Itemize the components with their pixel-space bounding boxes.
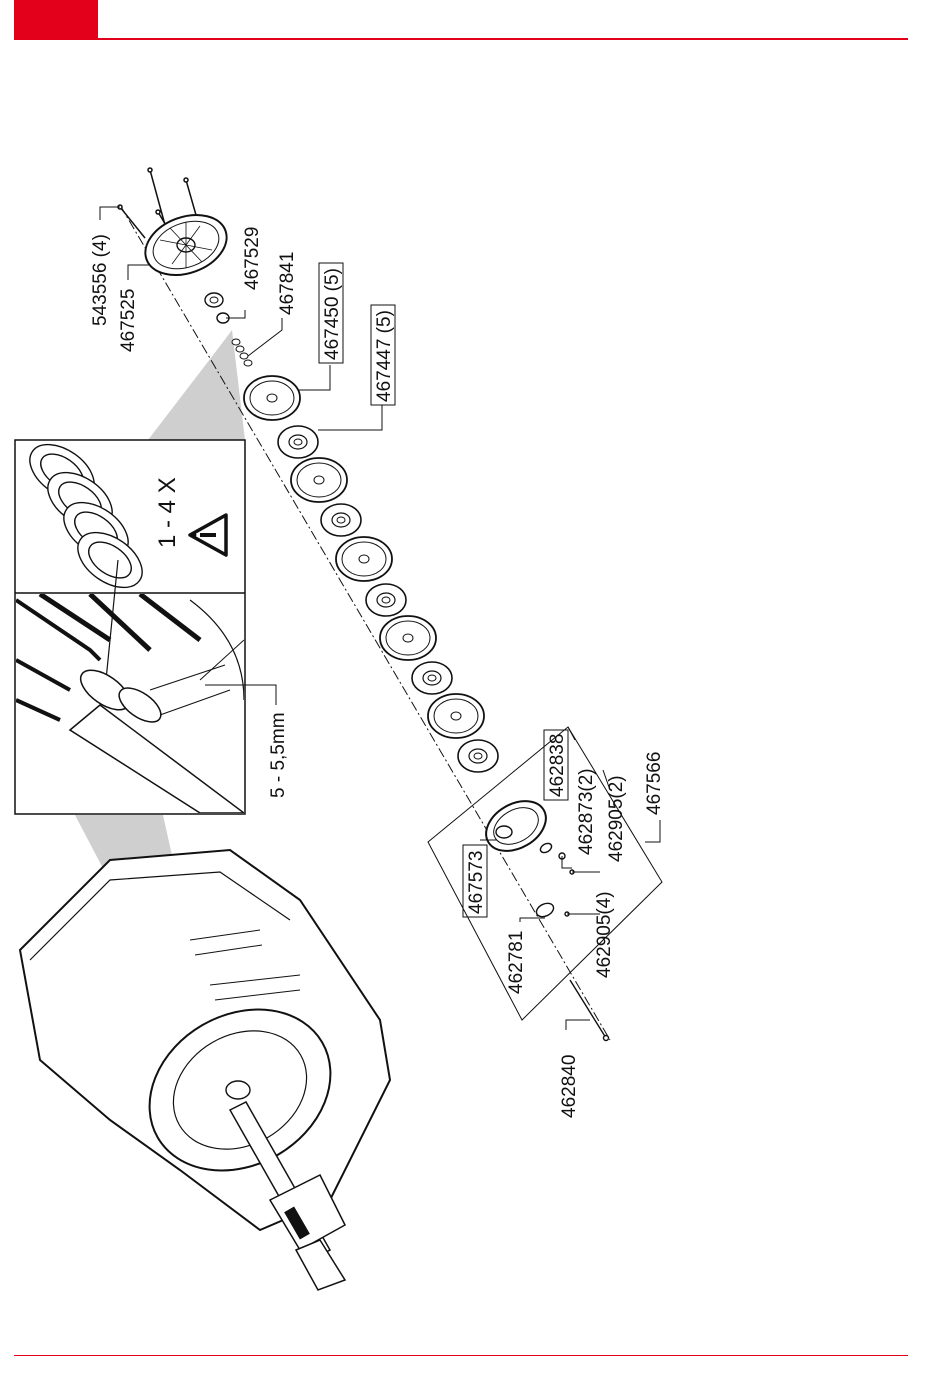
part-label-467841: 467841	[277, 252, 298, 315]
part-label-462873: 462873(2)	[576, 768, 597, 855]
part-label-467450: 467450 (5)	[322, 268, 343, 360]
bearing-nut-part	[205, 293, 229, 323]
part-label-462840: 462840	[559, 1055, 580, 1118]
part-label-543556: 543556 (4)	[90, 234, 111, 326]
fan-cover-part	[137, 204, 235, 285]
part-label-467573: 467573	[466, 851, 487, 914]
motor-housing	[20, 850, 390, 1230]
part-label-462838: 462838	[547, 734, 568, 797]
part-label-462781: 462781	[506, 931, 527, 994]
part-label-467447: 467447 (5)	[374, 310, 395, 402]
part-label-462905-a: 462905(2)	[606, 775, 627, 862]
part-label-467529: 467529	[242, 227, 263, 290]
callout-wedge-top	[148, 330, 245, 440]
part-label-467525: 467525	[118, 289, 139, 352]
callout-count-label: 1 - 4 X	[154, 477, 181, 548]
callout-gap-label: 5 - 5,5mm	[268, 712, 289, 798]
part-label-462905-b: 462905(4)	[594, 891, 615, 978]
part-label-467566: 467566	[644, 752, 665, 815]
